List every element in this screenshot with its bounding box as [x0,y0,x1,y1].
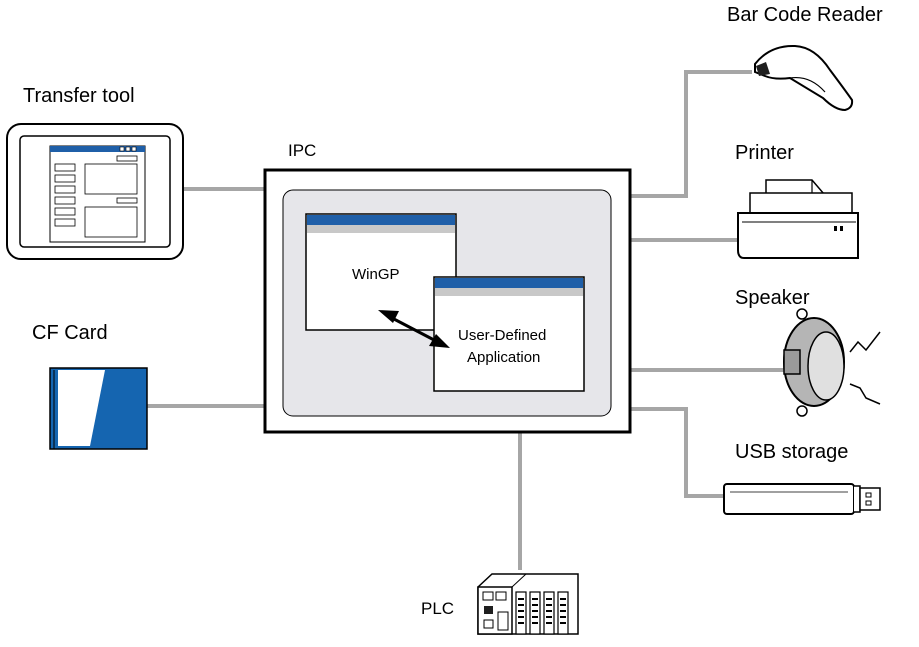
memory-card-icon [49,367,148,450]
user-app-label-line2: Application [467,349,541,366]
printer-label: Printer [735,142,794,164]
wingp-titlebar [307,215,455,225]
printer-icon [737,179,859,259]
speaker-label: Speaker [735,287,810,309]
plc-rack-icon [477,573,579,635]
bar-code-reader-label: Bar Code Reader [727,4,883,26]
transfer-tool-label: Transfer tool [23,85,135,107]
speaker-icon [783,308,881,417]
wingp-stripe [307,225,455,233]
user-app-label-line1: User-Defined [458,327,547,344]
usb-storage-label: USB storage [735,441,849,463]
user-app-stripe [435,288,583,296]
usb-stick-icon [723,483,881,515]
tablet-screen-icon [6,123,184,260]
barcode-scanner-icon [754,44,854,112]
wingp-label: WinGP [352,266,400,283]
connector-bar-code-reader [630,70,752,198]
cf-card-label: CF Card [32,322,108,344]
plc-label: PLC [421,599,455,618]
bidirectional-arrow [378,310,450,348]
connector-usb-storage [630,407,724,498]
user-app-window [433,276,585,392]
ipc-label: IPC [288,141,317,160]
user-app-titlebar [435,278,583,288]
connector-lines [147,70,785,570]
